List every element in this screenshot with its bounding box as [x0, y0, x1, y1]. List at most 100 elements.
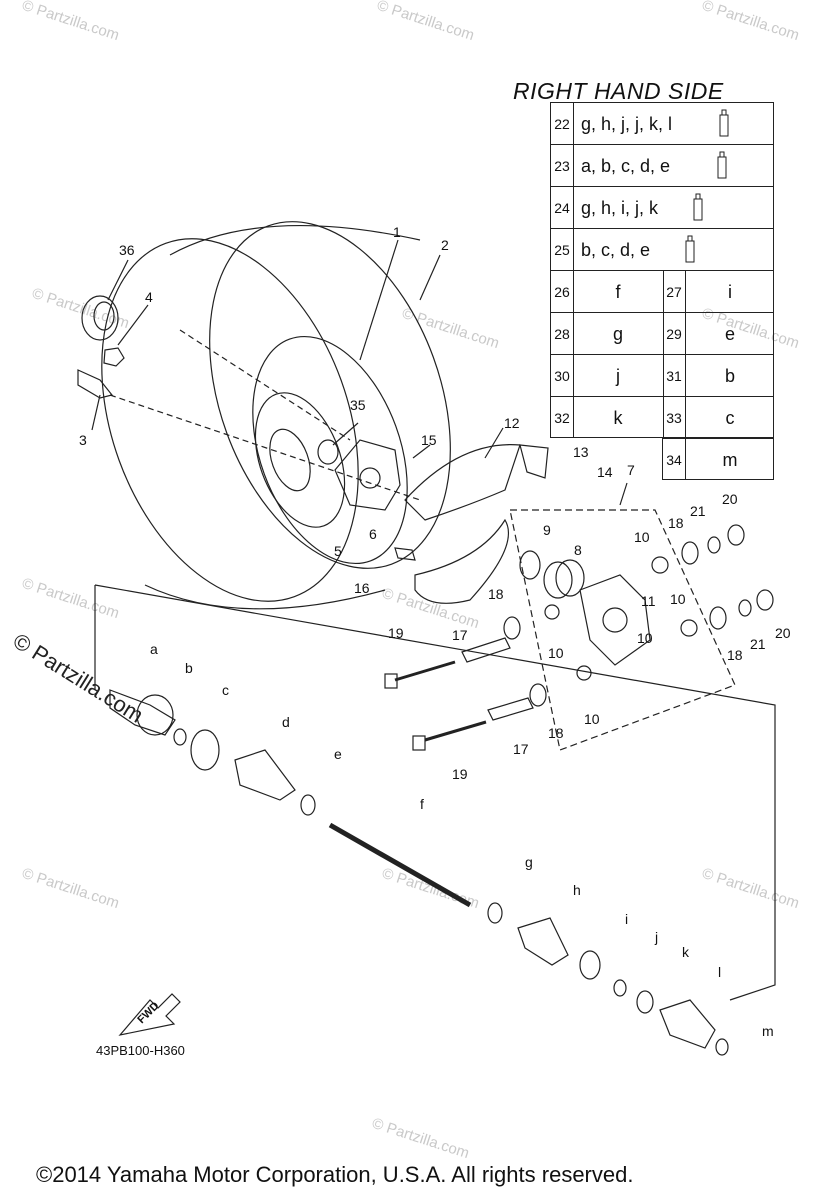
callout-10: 10 — [634, 529, 650, 545]
tire-outer-right — [209, 221, 451, 569]
diagram-code: 43PB100-H360 — [96, 1043, 185, 1058]
kit-number: 22 — [551, 103, 574, 144]
leader-7 — [619, 482, 628, 506]
callout-18: 18 — [488, 586, 504, 602]
axis-line-1 — [109, 394, 421, 501]
collar — [317, 439, 339, 465]
letter-i: i — [625, 911, 629, 927]
bushing — [544, 604, 560, 620]
shaft-group-box — [94, 584, 776, 1001]
callout-16: 16 — [354, 580, 370, 596]
callout-6: 6 — [369, 526, 377, 542]
callout-17: 17 — [513, 741, 529, 757]
hub — [334, 439, 401, 511]
part-letter: i — [728, 282, 732, 302]
outer-joint — [109, 689, 176, 736]
part-letter: k — [613, 408, 623, 428]
kit-row: 24 g, h, i, j, k — [550, 186, 774, 228]
brake-disc-upper — [404, 444, 521, 521]
callout-10: 10 — [670, 591, 686, 607]
inner-joint — [659, 999, 716, 1049]
callout-14: 14 — [597, 464, 613, 480]
wheel-center — [269, 428, 311, 492]
cap-nut — [756, 589, 774, 611]
seal — [709, 606, 727, 630]
kit-parts: a, b, c, d, e — [581, 156, 671, 176]
kit-parts: g, h, i, j, k — [581, 198, 659, 218]
wheel-inner — [254, 392, 346, 528]
oring-k — [636, 990, 654, 1014]
part-number: 26 — [551, 271, 574, 312]
collar-upper — [461, 637, 511, 663]
hub-cap — [81, 295, 119, 341]
callout-10: 10 — [637, 630, 653, 646]
washer — [738, 599, 752, 617]
letter-e: e — [334, 746, 342, 762]
valve — [77, 369, 114, 399]
callout-20: 20 — [775, 625, 791, 641]
callout-15: 15 — [421, 432, 437, 448]
leader-1 — [359, 239, 399, 361]
part-letter: c — [725, 408, 735, 428]
part-number: 33 — [663, 397, 686, 437]
pair-row: 32 k 33 c — [550, 396, 774, 438]
kit-number: 25 — [551, 229, 574, 270]
circlip-b — [173, 728, 187, 746]
callout-7: 7 — [627, 462, 635, 478]
callout-4: 4 — [145, 289, 153, 305]
seal — [503, 616, 521, 640]
callout-1: 1 — [393, 224, 401, 240]
part-number: 32 — [551, 397, 574, 437]
part-letter: g — [612, 324, 623, 344]
callout-18: 18 — [727, 647, 743, 663]
part-number: 28 — [551, 313, 574, 354]
letter-l: l — [718, 964, 722, 980]
bushing — [651, 556, 669, 574]
knuckle — [579, 574, 651, 666]
bushing — [576, 665, 592, 681]
part-number: 31 — [663, 355, 686, 396]
copyright: ©2014 Yamaha Motor Corporation, U.S.A. A… — [36, 1162, 634, 1187]
leader-3 — [91, 394, 101, 431]
letter-d: d — [282, 714, 290, 730]
cap-nut — [727, 524, 745, 546]
callout-19: 19 — [452, 766, 468, 782]
nut — [103, 347, 125, 367]
letter-h: h — [573, 882, 581, 898]
bushing — [680, 619, 698, 637]
boot-band-e — [300, 794, 316, 816]
callout-3: 3 — [79, 432, 87, 448]
letter-c: c — [222, 682, 229, 698]
callout-2: 2 — [441, 237, 449, 253]
part-number: 27 — [663, 271, 686, 312]
bolt-upper-head — [384, 673, 398, 689]
part-number: 30 — [551, 355, 574, 396]
fwd-arrow — [118, 993, 181, 1036]
bearing-back — [555, 559, 585, 597]
bracket — [519, 444, 549, 479]
collar-lower — [487, 697, 534, 721]
boot-d — [234, 749, 296, 801]
part-letter: j — [616, 366, 620, 386]
boot-band-c — [190, 729, 220, 771]
callout-17: 17 — [452, 627, 468, 643]
callout-20: 20 — [722, 491, 738, 507]
callout-35: 35 — [350, 397, 366, 413]
grease-tube-icon — [719, 109, 729, 137]
callout-11: 11 — [641, 593, 656, 609]
letter-j: j — [655, 929, 659, 945]
brake-disc-lower — [414, 518, 509, 604]
kit-row: 22 g, h, j, j, k, l — [550, 102, 774, 144]
leader-2 — [419, 254, 441, 301]
axis-line-2 — [179, 329, 351, 441]
callout-19: 19 — [388, 625, 404, 641]
part-number: 29 — [663, 313, 686, 354]
side-title: RIGHT HAND SIDE — [513, 78, 724, 104]
leader-4 — [117, 304, 149, 346]
wheel-rim — [252, 335, 408, 565]
callout-5: 5 — [334, 543, 342, 559]
letter-b: b — [185, 660, 193, 676]
callout-21: 21 — [750, 636, 766, 652]
